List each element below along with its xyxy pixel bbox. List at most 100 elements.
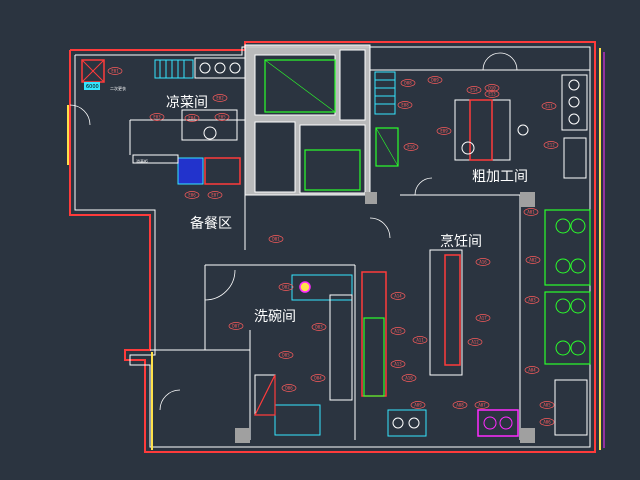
equipment-tag-label: D05: [282, 352, 290, 357]
equipment-tag: A05: [539, 401, 555, 409]
equipment-tag: A17: [475, 314, 491, 322]
equipment-tag: E04: [184, 114, 200, 122]
equipment-tag-label: A13: [394, 361, 402, 366]
equipment-tag: D07: [228, 322, 244, 330]
equipment-tag: A14: [390, 292, 406, 300]
counter-6000: [84, 82, 100, 90]
equipment-tag-label: E13: [488, 91, 496, 96]
equipment-tag: A13: [390, 360, 406, 368]
rack: [374, 71, 396, 115]
equipment-tag-label: A17: [479, 315, 487, 320]
equipment-tag-label: E08: [401, 102, 409, 107]
sink-cyan: [387, 409, 427, 437]
equipment-tag: E02: [212, 94, 228, 102]
equipment-tag-label: E04: [188, 115, 196, 120]
equipment-tag-label: D10: [488, 85, 496, 90]
equipment-tag-label: A03: [528, 297, 536, 302]
small-notes: 二次更衣 消毒柜: [110, 85, 148, 164]
equipment-tag-label: E05: [218, 114, 226, 119]
steamer: [554, 379, 588, 436]
equipment-tag: E11: [541, 102, 557, 110]
room-labels: 凉菜间 备餐区 粗加工间 烹饪间 洗碗间: [166, 95, 528, 325]
equipment-tag-label: A07: [478, 402, 486, 407]
equipment-tag: A07: [474, 401, 490, 409]
dishwasher: [274, 404, 321, 436]
work-table: [181, 109, 238, 141]
equipment-tag-label: E14: [470, 87, 478, 92]
note-topleft: 二次更衣: [110, 85, 126, 91]
equipment-tag-label: A04: [528, 367, 536, 372]
counter-6000-label: 6000: [86, 84, 99, 90]
doors: [69, 52, 518, 411]
equipment-tag: D02: [278, 283, 294, 291]
shelf: [154, 59, 194, 79]
equipment-tag-label: A16: [479, 259, 487, 264]
equipment-tag-label: E10: [407, 144, 415, 149]
equipment-tag: D05: [278, 351, 294, 359]
cold-room-equipment: 6000: [81, 57, 246, 185]
room-label-rough: 粗加工间: [472, 169, 528, 185]
equipment-tag: A16: [475, 258, 491, 266]
equipment-tag: A06: [539, 418, 555, 426]
room-label-dishwash: 洗碗间: [254, 309, 296, 325]
equipment-tag: A01: [523, 208, 539, 216]
equipment-tag-label: E06: [188, 192, 196, 197]
equipment-tag: A09: [410, 401, 426, 409]
equipment-tag-label: E12: [547, 142, 555, 147]
room-label-cooking: 烹饪间: [440, 233, 482, 250]
equipment-tag-label: D08: [404, 80, 412, 85]
room-label-cold: 凉菜间: [166, 95, 208, 111]
rough-processing-equipment: [374, 71, 588, 179]
dish-rack: [329, 294, 353, 401]
equipment-tag: E06: [184, 191, 200, 199]
columns: [235, 192, 535, 443]
fridge-2: [304, 149, 361, 191]
equipment-tag: A02: [525, 256, 541, 264]
equipment-tag-label: E11: [545, 103, 553, 108]
equipment-tag-label: A11: [416, 337, 424, 342]
equipment-tag: E09: [436, 127, 452, 135]
outer-walls: [67, 41, 605, 453]
equipment-tag-label: D04: [314, 375, 322, 380]
equipment-tag: E13: [484, 90, 500, 98]
wok-range-1: [544, 209, 591, 286]
wok-range-2: [544, 291, 591, 365]
fridge-column: [361, 271, 387, 397]
sink-unit: [194, 57, 246, 79]
equipment-tag: E08: [397, 101, 413, 109]
equipment-tag: E01: [107, 67, 123, 75]
interior-walls: [129, 44, 590, 440]
equipment-tag-label: A08: [456, 402, 464, 407]
equipment-tag: E03: [149, 113, 165, 121]
equipment-tag: D04: [310, 374, 326, 382]
cooking-equipment: [361, 209, 591, 437]
equipment-tag: A11: [412, 336, 428, 344]
equipment-tag: E05: [214, 113, 230, 121]
equipment-tag-label: A12: [471, 339, 479, 344]
blue-cabinet: [177, 157, 204, 185]
equipment-tag: E07: [207, 191, 223, 199]
equipment-tag: E10: [403, 143, 419, 151]
equipment-tag-label: A01: [527, 209, 535, 214]
equipment-tag-label: D09: [431, 77, 439, 82]
equipment-tag-label: A09: [414, 402, 422, 407]
equipment-tag-label: E01: [111, 68, 119, 73]
equipment-tag-label: D01: [272, 236, 280, 241]
equipment-tag: E14: [466, 86, 482, 94]
equipment-tag-label: A14: [394, 293, 402, 298]
equipment-tag: A04: [524, 366, 540, 374]
equipment-tag-label: A15: [394, 328, 402, 333]
dishwashing-equipment: [254, 274, 353, 436]
equipment-tag: D03: [311, 323, 327, 331]
dish-table: [291, 274, 353, 301]
equipment-tag: A03: [524, 296, 540, 304]
equipment-tag-label: A10: [405, 375, 413, 380]
pass-counter: [429, 249, 463, 376]
equipment-tag-label: E09: [440, 128, 448, 133]
equipment-tag: D06: [281, 384, 297, 392]
equipment-tag: D09: [427, 76, 443, 84]
equipment-tag-label: D03: [315, 324, 323, 329]
equipment-tag: A15: [390, 327, 406, 335]
